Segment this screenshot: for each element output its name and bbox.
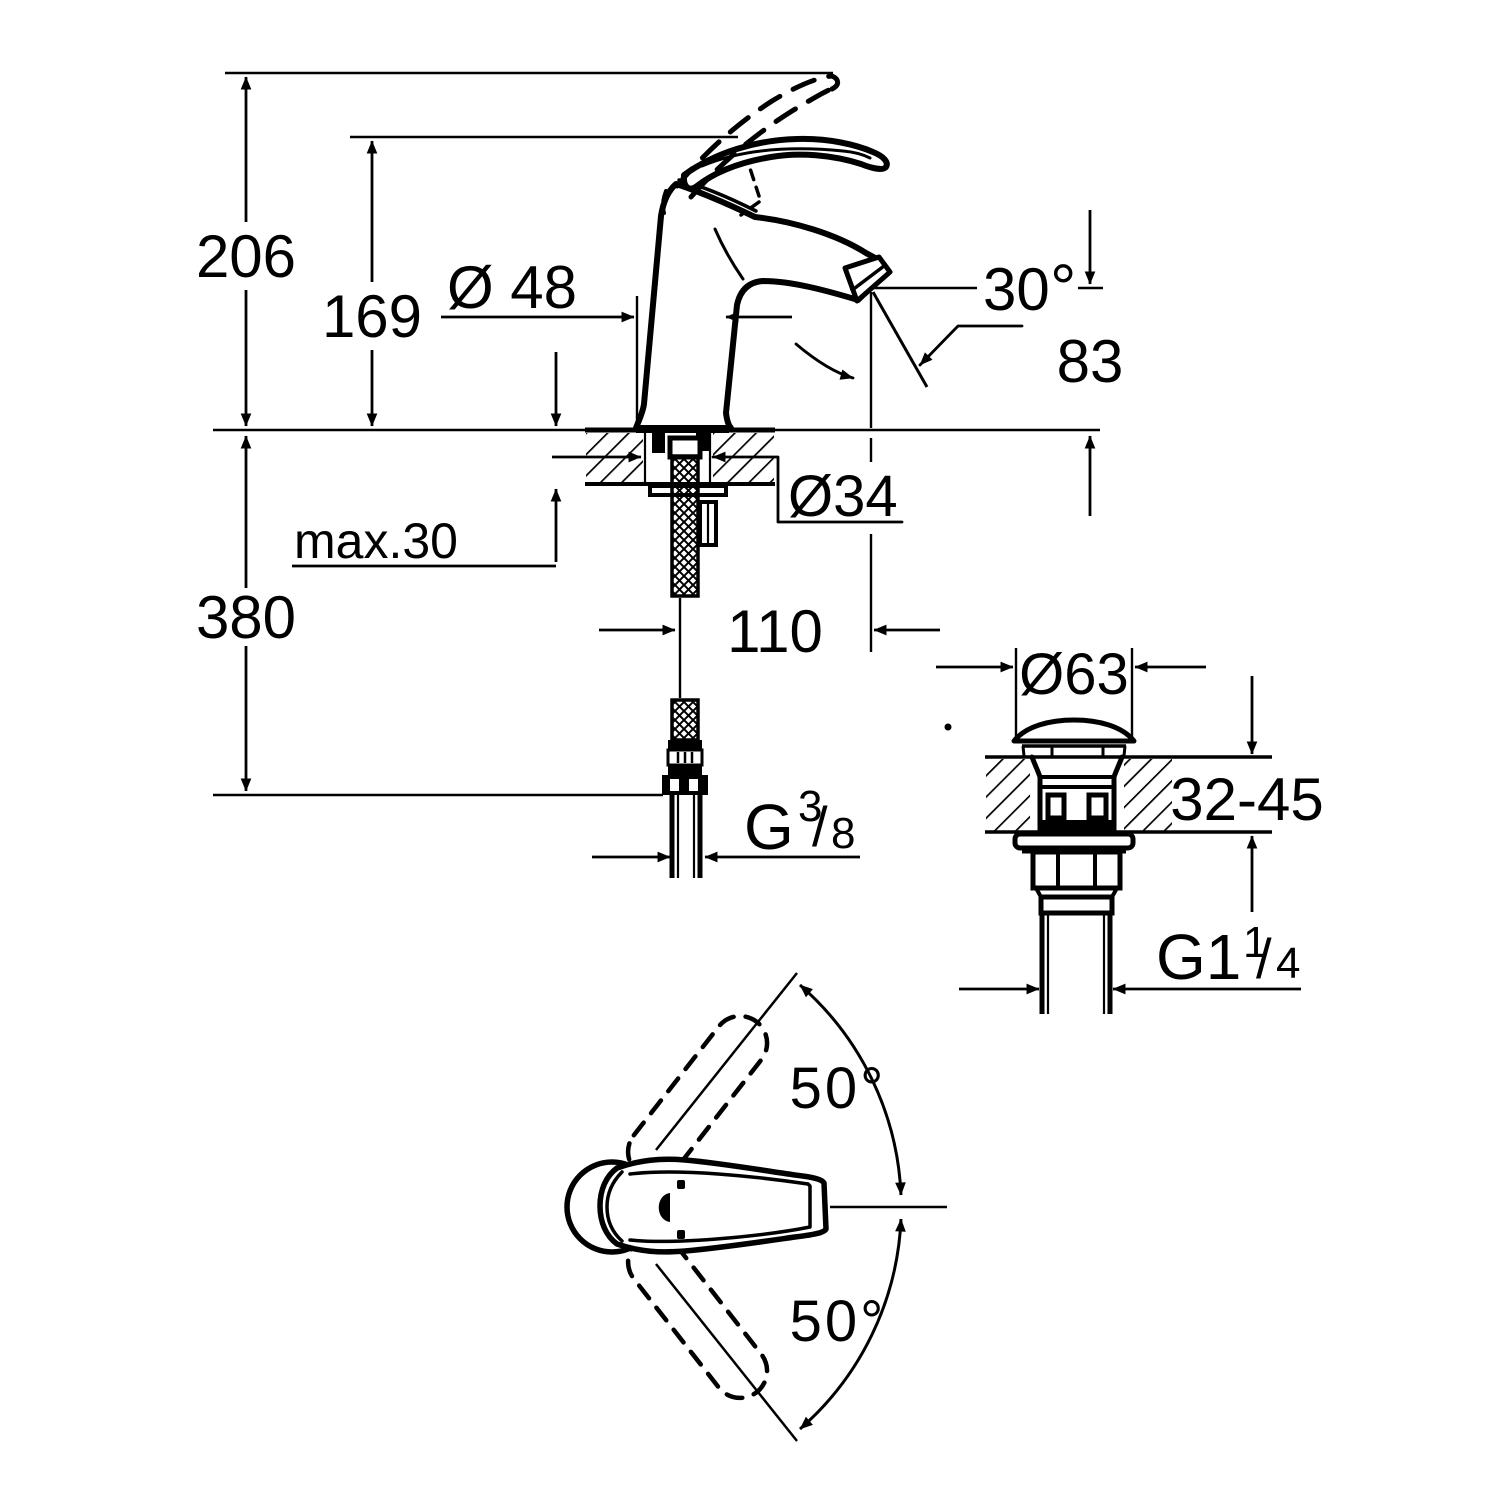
waste-cap-dome [1011, 717, 1137, 744]
dim-83-label: 83 [1057, 328, 1124, 395]
g38-numerator: 3 [798, 782, 822, 831]
basin-hatch-right [1124, 759, 1172, 831]
supply-hose-lower [670, 698, 700, 742]
stream-angle-line [871, 291, 929, 388]
waste-slot-left [1045, 792, 1067, 821]
g114-slash: / [1256, 927, 1272, 990]
cap-skirt-left [1021, 745, 1026, 757]
aerator-inner-line [849, 264, 886, 293]
handle-open-upper-edge [674, 73, 835, 189]
waste-flange [1012, 831, 1136, 851]
hose-nipple [667, 435, 703, 460]
cap-skirt-right [1122, 745, 1127, 757]
hose-nut-facet-2 [689, 779, 698, 791]
hidden-cartridge-line-2 [739, 200, 761, 217]
handle-open-tip [829, 73, 841, 92]
g38-slash: / [812, 795, 828, 858]
handle-top-inner-line [628, 1170, 812, 1244]
handle-dot-upper [677, 1180, 685, 1189]
dim-34-label: Ø34 [788, 464, 898, 529]
dimensions: 206 169 Ø 48 30 ° 83 max.30 Ø34 380 [196, 76, 1324, 1354]
dim-g114-label: G1 1 / 4 [1156, 918, 1300, 993]
dim-g38-label: G 3 / 8 [744, 782, 855, 863]
dim-110-label: 110 [727, 598, 823, 665]
swivel-down-arc [799, 1218, 906, 1431]
faucet-body [633, 181, 891, 431]
waste-body-flare-right [1111, 754, 1125, 834]
dim-30deg-degree: ° [1050, 250, 1076, 324]
faucet-body-group [633, 151, 893, 431]
dim-63-label: Ø63 [1019, 642, 1129, 707]
handle-open-dashed [660, 73, 841, 215]
g114-numerator: 1 [1243, 918, 1267, 967]
body-face-curve [713, 227, 745, 281]
under-counter-assembly [636, 426, 729, 878]
swivel-down-ray [655, 1263, 798, 1442]
g38-main: G [744, 791, 794, 863]
handle-dot-lower [677, 1230, 685, 1239]
hose-nut [662, 775, 708, 795]
dim-169-label: 169 [322, 283, 422, 350]
dim-48-label: Ø 48 [447, 254, 577, 321]
hose-nut-facet-1 [670, 779, 679, 791]
handle-open-pivot-dash [660, 189, 668, 215]
dim-50up-label: 50° [790, 1056, 887, 1121]
g38-denominator: 8 [831, 809, 855, 858]
handle-open-lower-edge [688, 86, 834, 200]
stray-dot [944, 723, 952, 731]
waste-valve-detail [944, 648, 1272, 1014]
dim-max30-label: max.30 [294, 513, 458, 569]
g114-denominator: 4 [1276, 939, 1300, 988]
dim-50down-label: 50° [790, 1289, 887, 1354]
supply-hose-upper [670, 454, 700, 598]
swivel-up-ray [655, 972, 798, 1151]
g114-main: G1 [1156, 921, 1241, 993]
shank-left [652, 432, 665, 453]
main-side-view [213, 71, 1103, 878]
hose-ferrule-top [668, 740, 702, 750]
handle-top-inner-arc [605, 1170, 624, 1243]
hose-ferrule-bottom [668, 765, 702, 775]
dim-34-leader [711, 451, 904, 524]
stream-angle-arc-arrow [794, 342, 855, 380]
dim-380-label: 380 [196, 584, 296, 651]
basin-hatch-left [986, 759, 1030, 831]
swivel-up-arc [799, 983, 906, 1196]
dim-30deg-leader [918, 324, 1024, 367]
waste-hex-nut [1030, 849, 1123, 891]
dim-30deg-label: 30 [983, 256, 1050, 323]
waste-body-flare-left [1029, 754, 1043, 834]
waste-body-lower-band [1042, 820, 1112, 831]
handle-top-outline [597, 1156, 829, 1255]
handle-indicator-dot [658, 1193, 670, 1222]
handle-top-view [564, 972, 947, 1442]
waste-collar [1038, 894, 1115, 916]
waste-slot-right [1086, 792, 1109, 821]
dim-3245-label: 32-45 [1170, 766, 1323, 833]
dim-206-label: 206 [196, 223, 296, 290]
